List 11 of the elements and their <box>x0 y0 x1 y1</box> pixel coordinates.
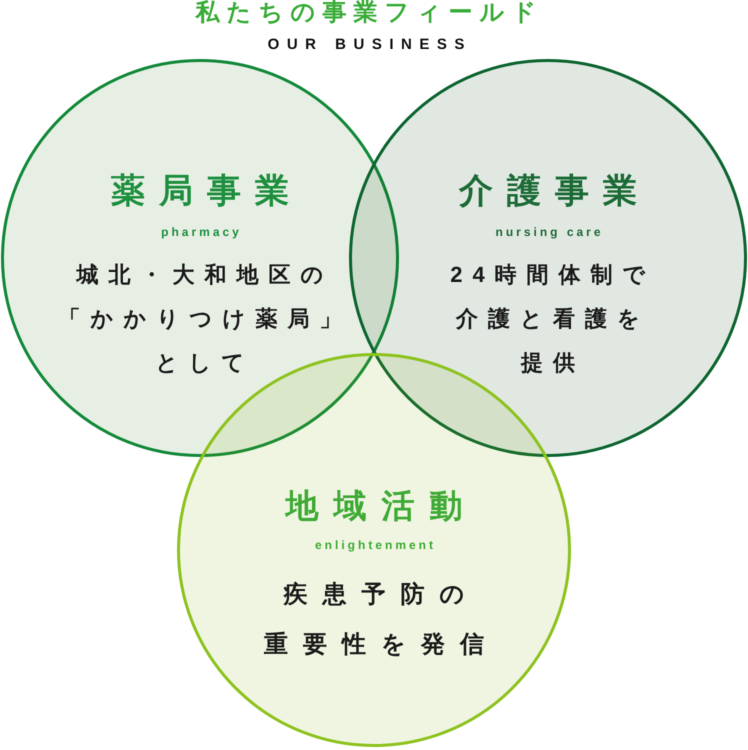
circle-subheading: enlightenment <box>314 539 436 551</box>
diagram-subtitle: OUR BUSINESS <box>266 37 472 52</box>
circle-description: 城北・大和地区の「かかりつけ薬局」として <box>58 261 352 377</box>
diagram-title: 私たちの事業フィールド <box>194 1 544 25</box>
circle-heading: 薬局事業 <box>110 174 303 208</box>
circle-subheading: pharmacy <box>160 226 242 238</box>
circle-heading: 地域活動 <box>284 489 478 522</box>
circle-subheading: nursing care <box>494 226 604 238</box>
circle-heading: 介護事業 <box>458 174 651 208</box>
circle-description: 24時間体制で介護と看護を提供 <box>449 261 657 377</box>
circle-description: 疾患予防の重要性を発信 <box>263 580 500 660</box>
